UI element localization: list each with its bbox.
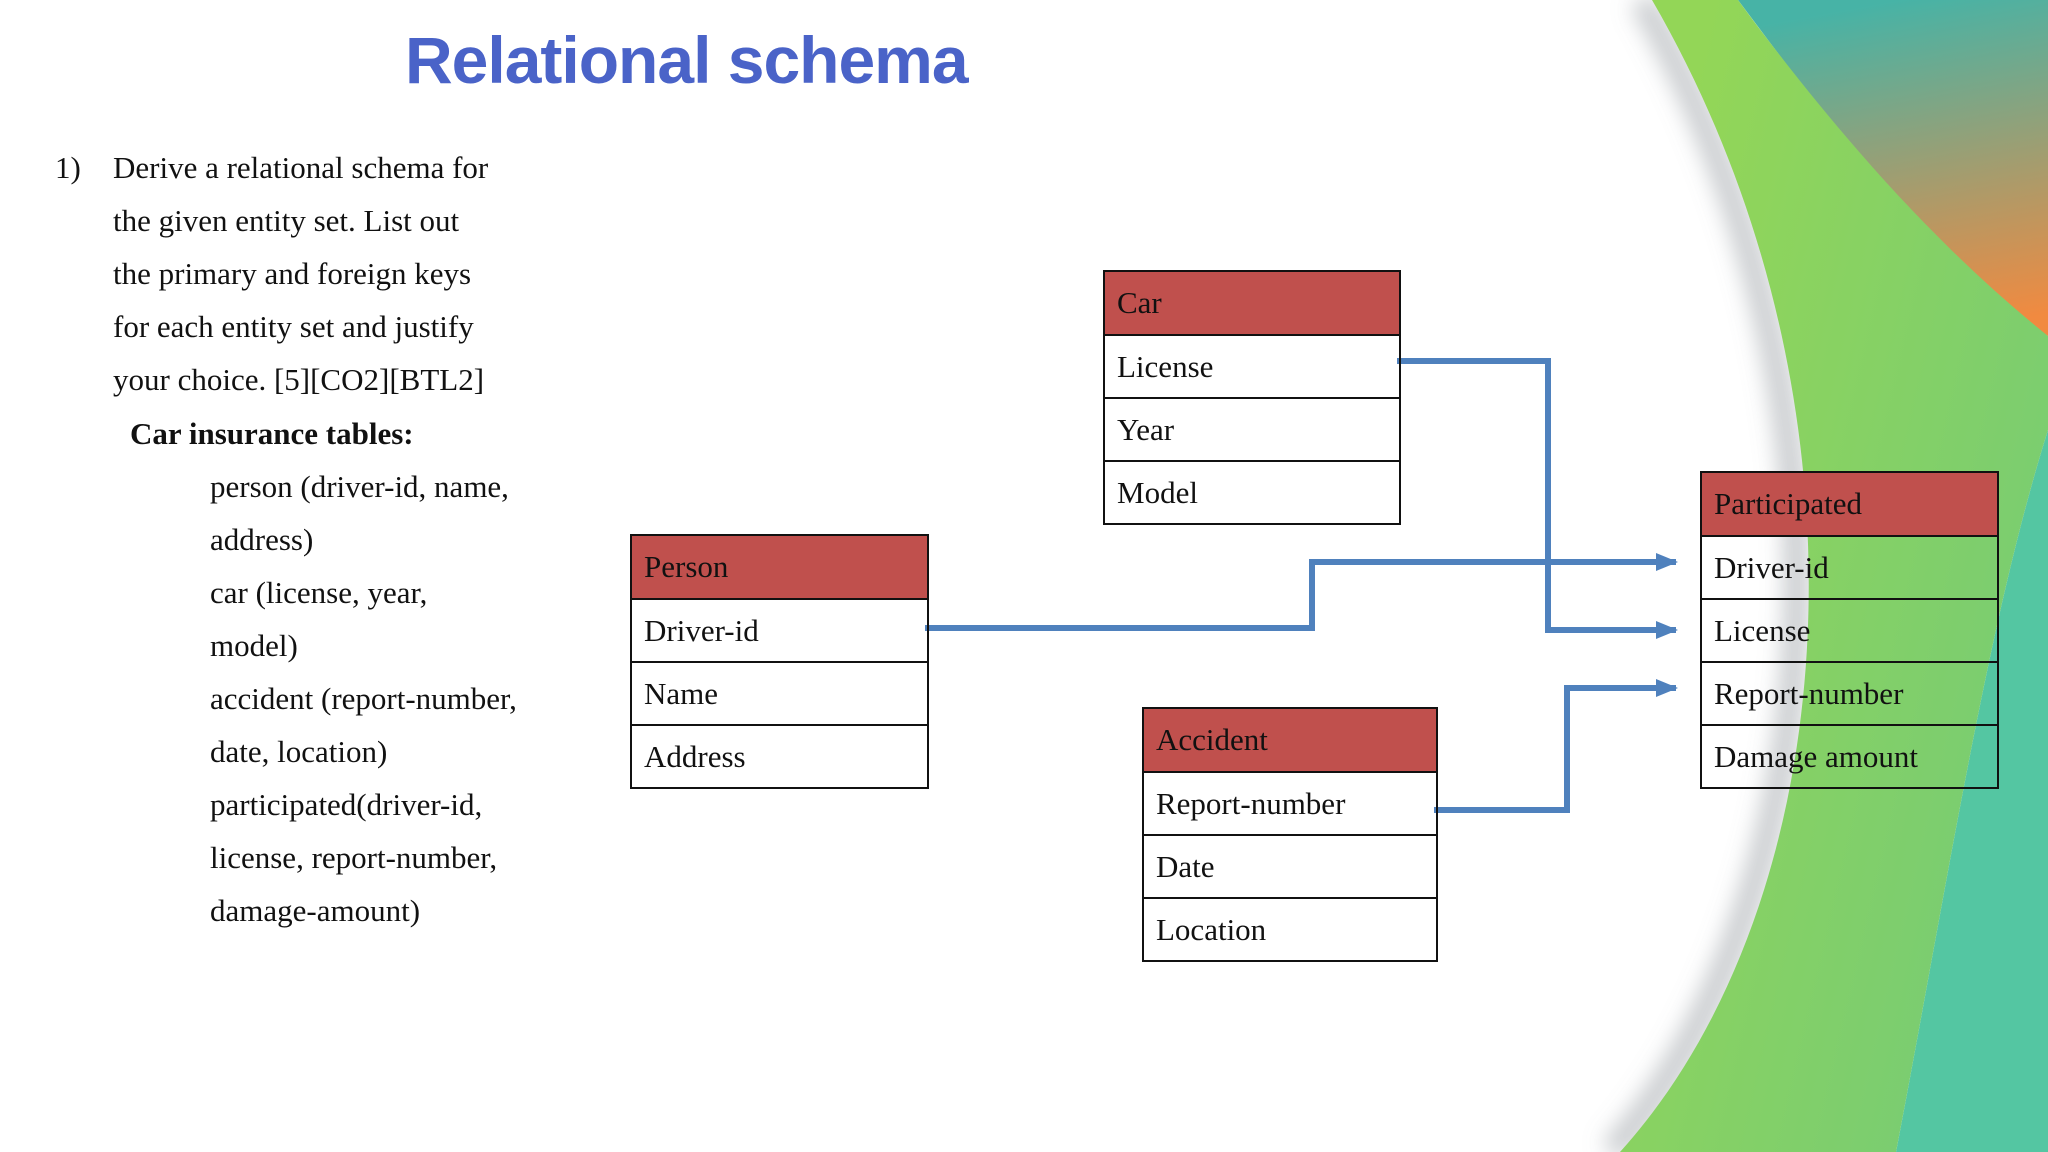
entity-attribute-row: Driver-id <box>1702 535 1997 598</box>
entity-header-accident: Accident <box>1144 709 1436 771</box>
entity-attribute-row: Model <box>1105 460 1399 523</box>
background-sea-green-curve <box>1896 430 2048 1152</box>
entity-attribute-row: Damage amount <box>1702 724 1997 787</box>
question-tables-list: person (driver-id, name, address) car (l… <box>210 469 517 928</box>
background-green-band <box>1620 0 2048 1152</box>
entity-header-participated: Participated <box>1702 473 1997 535</box>
entity-attribute-row: Address <box>632 724 927 787</box>
connector-accident-reportnumber-to-participated <box>1434 679 1678 813</box>
background-teal-orange-corner <box>1738 0 2048 336</box>
connector-car-license-to-participated <box>1397 358 1678 639</box>
entity-attribute-row: Date <box>1144 834 1436 897</box>
question-subheading: Car insurance tables: <box>130 416 414 451</box>
entity-attribute-row: License <box>1105 334 1399 397</box>
entity-attribute-row: Report-number <box>1702 661 1997 724</box>
entity-attribute-row: Report-number <box>1144 771 1436 834</box>
entity-attribute-row: License <box>1702 598 1997 661</box>
entity-header-person: Person <box>632 536 927 598</box>
question-text: Derive a relational schema for the given… <box>113 150 489 397</box>
background-shadow-curve <box>1602 0 1810 1152</box>
entity-attribute-row: Location <box>1144 897 1436 960</box>
slide-title: Relational schema <box>405 23 969 97</box>
connector-person-driverid-to-participated <box>925 553 1678 631</box>
connector-lines <box>925 358 1678 813</box>
question-number: 1) <box>55 150 81 185</box>
entity-header-car: Car <box>1105 272 1399 334</box>
entity-attribute-row: Year <box>1105 397 1399 460</box>
entity-attribute-row: Driver-id <box>632 598 927 661</box>
entity-attribute-row: Name <box>632 661 927 724</box>
